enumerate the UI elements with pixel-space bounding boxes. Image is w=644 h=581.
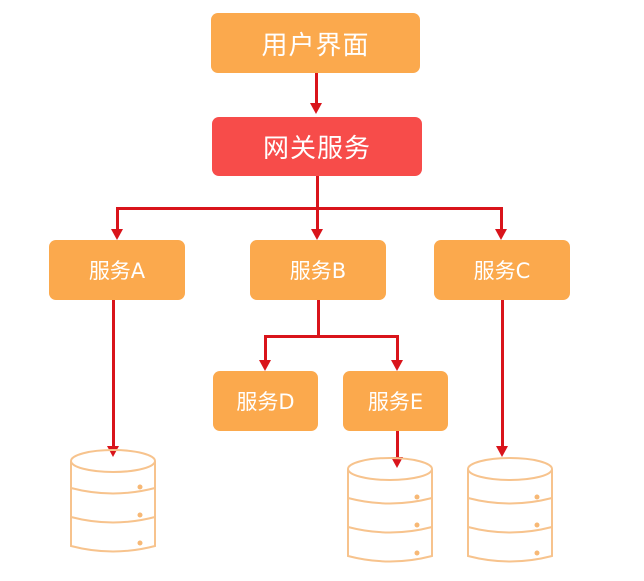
gateway-to-service-c-arrowhead [495, 229, 507, 240]
service-d-box: 服务D [213, 371, 318, 431]
service-a-box: 服务A [49, 240, 185, 300]
service-a-label: 服务A [88, 259, 146, 283]
service-c-box: 服务C [434, 240, 570, 300]
gateway-to-service-c-line [500, 207, 503, 229]
service-e-to-database-line [396, 431, 399, 457]
gateway-service-box: 网关服务 [212, 117, 422, 176]
service-e-label: 服务E [367, 390, 424, 414]
service-a-to-database-arrowhead [107, 446, 119, 457]
service-a-to-database-line [112, 300, 115, 446]
service-b-to-service-e-line [396, 335, 399, 360]
ui-to-gateway-line [315, 73, 318, 104]
gateway-to-service-a-arrowhead [111, 229, 123, 240]
service-b-to-service-d-arrowhead [259, 360, 271, 371]
service-b-label: 服务B [289, 259, 347, 283]
gateway-branch-line [116, 207, 503, 210]
service-b-trunk-line [317, 300, 320, 336]
gateway-to-service-a-line [116, 207, 119, 229]
ui-to-gateway-arrowhead [310, 103, 322, 114]
service-e-box: 服务E [343, 371, 448, 431]
service-b-to-service-d-line [264, 335, 267, 360]
service-c-to-database-arrowhead [496, 446, 508, 457]
service-d-label: 服务D [236, 390, 295, 414]
user-interface-label: 用户界面 [261, 30, 370, 61]
database-icon [70, 449, 156, 559]
service-b-branch-line [264, 335, 399, 338]
service-e-to-database-arrowhead [391, 457, 403, 468]
user-interface-box: 用户界面 [211, 13, 420, 73]
database-icon [467, 457, 553, 569]
service-c-label: 服务C [473, 259, 531, 283]
gateway-service-label: 网关服务 [262, 134, 371, 164]
gateway-trunk-line [316, 176, 319, 208]
service-c-to-database-line [501, 300, 504, 446]
gateway-to-service-b-line [316, 207, 319, 229]
gateway-to-service-b-arrowhead [311, 229, 323, 240]
service-b-box: 服务B [250, 240, 386, 300]
database-icon [347, 457, 433, 569]
service-b-to-service-e-arrowhead [391, 360, 403, 371]
